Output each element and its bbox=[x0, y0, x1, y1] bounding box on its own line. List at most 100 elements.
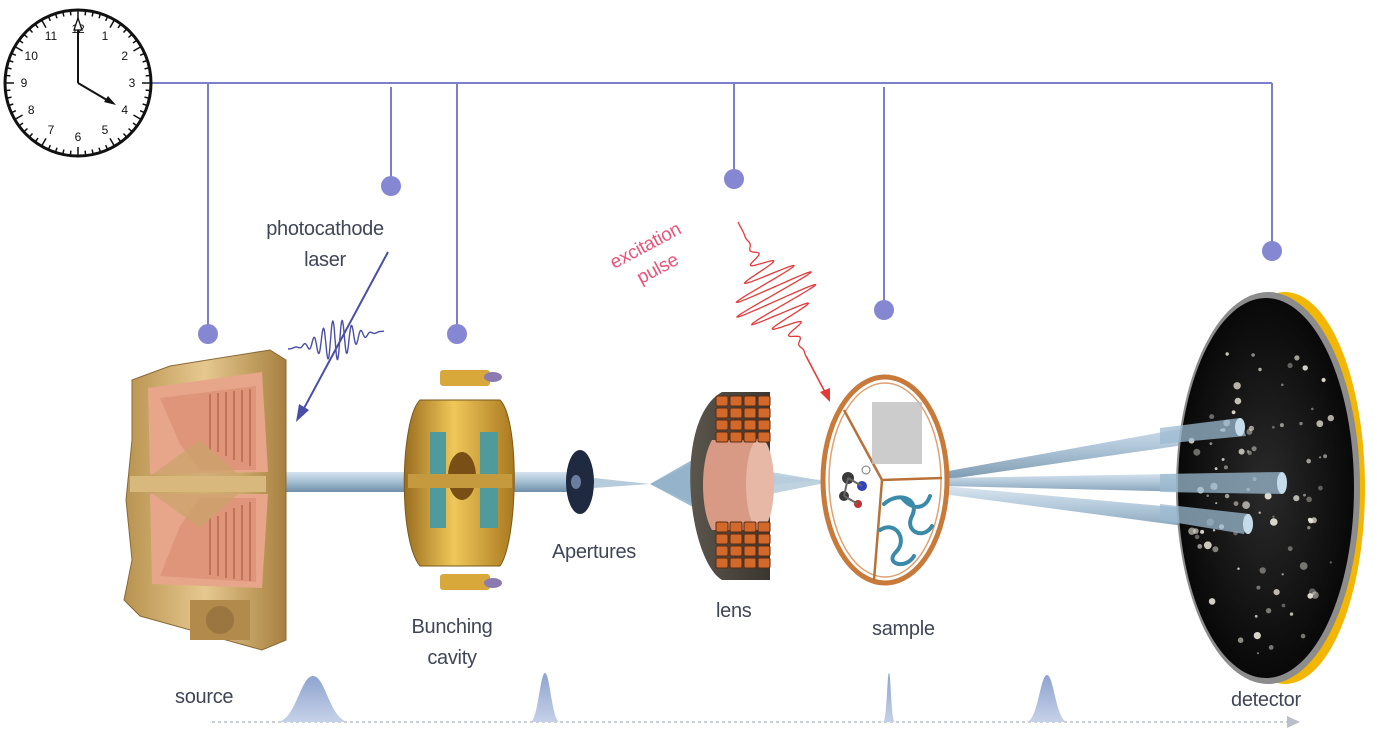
lens-coil-winding bbox=[715, 533, 729, 545]
clock-tick bbox=[35, 24, 39, 29]
clock-tick bbox=[91, 12, 94, 17]
diffraction-spot bbox=[1212, 529, 1216, 532]
clock-numeral: 9 bbox=[21, 76, 28, 90]
diffraction-spot bbox=[1321, 377, 1326, 383]
clock-numeral: 5 bbox=[102, 123, 109, 137]
bunching-cavity-label-line1: Bunching bbox=[411, 616, 493, 638]
diffraction-spot bbox=[1257, 652, 1259, 655]
diffraction-spot bbox=[1287, 546, 1293, 552]
photocathode-laser-label: photocathode laser bbox=[258, 214, 392, 276]
diffraction-spot bbox=[1253, 632, 1261, 640]
clock-tick bbox=[98, 147, 101, 152]
diffraction-spot bbox=[1206, 494, 1209, 498]
protein-sample bbox=[878, 494, 934, 567]
diffraction-spot bbox=[1223, 465, 1228, 470]
diffraction-spot bbox=[1323, 454, 1328, 459]
diffraction-spot bbox=[1259, 567, 1266, 574]
diffraction-spot bbox=[1256, 585, 1261, 590]
clock-tick bbox=[62, 12, 65, 17]
diffraction-spot bbox=[1251, 353, 1255, 357]
clock-numeral: 6 bbox=[75, 130, 82, 144]
diffraction-spot bbox=[1281, 383, 1284, 387]
lens-coil-winding bbox=[729, 431, 743, 443]
lens-coil-winding bbox=[743, 431, 757, 443]
clock-tick bbox=[9, 103, 14, 106]
clock-tick bbox=[133, 46, 141, 52]
clock-tick bbox=[104, 144, 108, 150]
clock-tick bbox=[11, 109, 17, 113]
clock-tick bbox=[35, 137, 39, 142]
clock-numeral: 11 bbox=[45, 29, 58, 43]
diffraction-spot bbox=[1188, 527, 1196, 535]
clock-tick bbox=[55, 14, 58, 19]
lens-coil-winding bbox=[757, 533, 771, 545]
diffraction-spot bbox=[1200, 529, 1205, 534]
diffraction-spot bbox=[1242, 501, 1250, 509]
clock-tick bbox=[109, 138, 115, 146]
lens-coil-winding bbox=[743, 419, 757, 431]
clock-tick bbox=[132, 40, 137, 44]
diffraction-spot bbox=[1248, 425, 1255, 432]
photocathode-laser-label-line2: laser bbox=[304, 249, 346, 271]
clock-tick bbox=[144, 67, 149, 70]
clock-icon: 121234567891011 bbox=[3, 8, 153, 158]
diffraction-spot bbox=[1225, 352, 1229, 356]
clock-tick bbox=[9, 60, 14, 63]
source-label: source bbox=[175, 686, 234, 708]
timing-dot-sample bbox=[874, 300, 894, 320]
clock-tick bbox=[7, 67, 12, 70]
diffraction-spot bbox=[1268, 645, 1274, 650]
clock-tick bbox=[122, 28, 127, 33]
diffraction-spot bbox=[1258, 367, 1262, 372]
lens-coil-winding bbox=[715, 557, 729, 569]
clock-tick bbox=[23, 127, 28, 132]
lens-coil-winding bbox=[743, 557, 757, 569]
clock-numeral: 1 bbox=[102, 29, 109, 43]
electron-gun-source bbox=[123, 349, 287, 651]
clock-tick bbox=[11, 53, 17, 57]
clock-tick bbox=[117, 24, 121, 29]
pulse-shape-sample bbox=[883, 673, 895, 722]
diffraction-spot bbox=[1281, 603, 1286, 608]
diffraction-spot bbox=[1311, 407, 1314, 411]
bunching-cavity bbox=[403, 370, 515, 590]
diffraction-spot bbox=[1246, 450, 1250, 453]
magnetic-lens bbox=[690, 392, 774, 580]
clock-tick bbox=[15, 114, 23, 120]
diffraction-spot bbox=[1302, 365, 1308, 371]
diffraction-spot bbox=[1271, 425, 1275, 429]
clock-tick bbox=[117, 137, 121, 142]
lens-coil-winding bbox=[743, 521, 757, 533]
pulse-shape-cavity bbox=[530, 673, 560, 722]
clock-tick bbox=[109, 20, 115, 28]
clock-tick bbox=[139, 53, 145, 57]
molecule-sample bbox=[839, 465, 871, 508]
pulse-shape-detector bbox=[1026, 675, 1068, 722]
diffraction-spot bbox=[1212, 546, 1219, 553]
timing-dot-excitation bbox=[724, 169, 744, 189]
clock-numeral: 8 bbox=[28, 103, 35, 117]
diffraction-spot bbox=[1231, 410, 1236, 415]
timing-dots bbox=[198, 169, 1282, 344]
photocathode-laser-pulse bbox=[288, 251, 389, 422]
diffraction-spot bbox=[1299, 562, 1308, 570]
clock-numeral: 2 bbox=[121, 49, 128, 63]
clock-numeral: 3 bbox=[129, 76, 136, 90]
clock-tick bbox=[104, 16, 108, 22]
lens-coil-winding bbox=[715, 407, 729, 419]
lens-coil-winding bbox=[729, 545, 743, 557]
diffraction-spot bbox=[1258, 511, 1261, 514]
diffraction-spot bbox=[1273, 589, 1280, 596]
diffraction-spot bbox=[1209, 442, 1213, 445]
bunching-cavity-label: Bunching cavity bbox=[402, 612, 502, 674]
diffraction-spot bbox=[1306, 458, 1311, 464]
lens-coil-winding bbox=[715, 395, 729, 407]
sample-holder bbox=[820, 374, 950, 586]
sample-label: sample bbox=[872, 618, 935, 640]
diffraction-spot bbox=[1215, 502, 1218, 505]
diffraction-spot bbox=[1300, 633, 1306, 639]
diffraction-spot bbox=[1233, 382, 1241, 390]
lens-coil-winding bbox=[729, 557, 743, 569]
diffraction-spot bbox=[1209, 414, 1215, 420]
diffraction-spot bbox=[1203, 541, 1212, 550]
